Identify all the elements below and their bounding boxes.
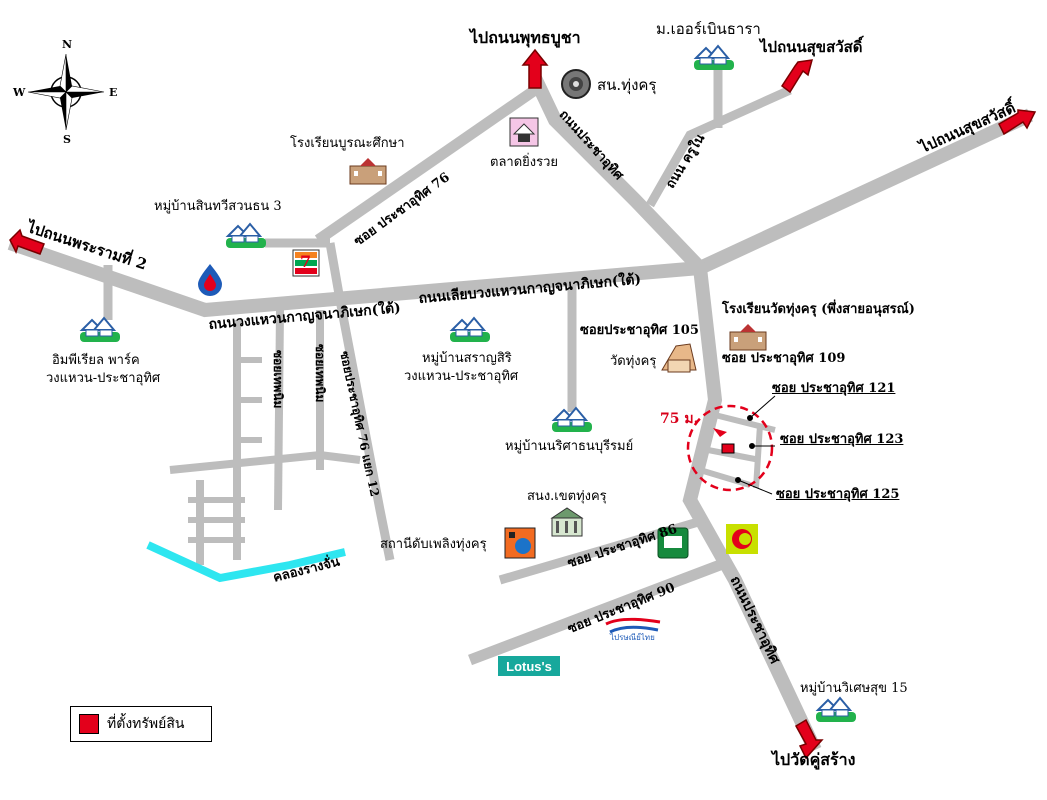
label-imperial-2: วงแหวน-ประชาอุทิศ [46,371,161,386]
label-distance: 75 ม. [660,411,699,427]
bank-icon [657,527,689,559]
district-office-icon [550,507,584,537]
lotus-logo: Lotus's [498,656,560,676]
label-narisara: หมู่บ้านนริศาธนบุรีรมย์ [505,439,634,454]
label-seven: 7 [300,252,312,271]
soi-leader-lines [735,395,776,495]
post-office-icon [605,617,661,634]
arrow-suksawat-top [780,59,814,94]
legend: ที่ตั้งทรัพย์สิน [70,706,212,742]
label-soi123: ซอย ประชาอุทิศ 123 [780,432,904,447]
label-saransiri-1: หมู่บ้านสราญสิริ [422,351,512,366]
label-soi-thepnimit-b: ซอยเทพนิม [313,344,327,403]
road-network [7,70,1033,753]
label-soi109: ซอย ประชาอุทิศ 109 [722,351,846,366]
road-property-lanes [699,412,776,489]
road-soi76-sub [325,242,395,561]
house-ermthara-icon [693,44,734,70]
label-mooban-sin: หมู่บ้านสินทวีสวนธน 3 [154,199,282,214]
label-soi105: ซอยประชาอุทิศ 105 [580,323,699,338]
arrow-suksawat-right [998,109,1037,136]
canal [146,541,346,583]
property-marker [686,395,776,495]
arrow-wat-khu-sang [794,718,824,760]
road-grid-main [169,450,361,474]
bigc-icon [726,524,758,554]
label-soi121: ซอย ประชาอุทิศ 121 [772,381,896,396]
label-to-wat-khu-sang: ไปวัดคู่สร้าง [772,750,856,769]
label-talat: ตลาดยิ่งรวย [490,155,559,170]
label-fire-station: สถานีดับเพลิงทุ่งครุ [380,537,487,552]
arrow-rama2 [9,228,45,255]
legend-swatch [79,714,99,734]
label-mooban-ermthara: ม.เออร์เบินธารา [656,20,761,38]
house-saransiri-icon [449,316,490,342]
label-district: สนง.เขตทุ่งครุ [527,489,607,504]
label-school-wat: โรงเรียนวัดทุ่งครุ (พึ่งสายอนุสรณ์) [722,302,915,317]
compass-rose [27,53,105,131]
road-grid-ticks [188,357,262,543]
compass-e: E [109,86,118,99]
label-saransiri-2: วงแหวน-ประชาอุทิศ [404,369,519,384]
radius-circle [686,404,774,492]
road-pracha-uthit [528,74,822,753]
house-icons [79,44,856,722]
school-wat-icon [729,324,767,351]
label-wiset: หมู่บ้านวิเศษสุข 15 [800,681,908,696]
house-sin-icon [225,222,266,248]
police-station-icon [561,69,591,99]
road-thepnimit-a [274,309,284,511]
label-wat-thung-khru: วัดทุ่งครุ [610,354,657,369]
road-soi90 [468,559,722,666]
house-imperial-icon [79,316,120,342]
label-post: ไปรษณีย์ไทย [610,633,655,642]
fire-station-icon [504,527,536,559]
road-khru-nai [646,85,792,208]
distance-arrow [713,428,727,437]
compass-w: W [13,86,26,99]
direction-arrows [9,48,1037,760]
seven-eleven-icon [292,249,320,277]
label-soi-thepnimit-a: ซอยเทพนิม [271,350,285,409]
compass-s: S [63,133,71,146]
market-icon [509,117,539,147]
label-imperial-1: อิมพีเรียล พาร์ค [52,353,140,368]
property-square [721,443,735,454]
label-sn-thung-khru: สน.ทุ่งครุ [597,76,657,94]
arrow-putthabucha [521,48,549,89]
label-school-bun: โรงเรียนบูรณะศึกษา [290,136,405,151]
label-to-suksawat-top: ไปถนนสุขสวัสดิ์ [760,38,863,56]
road-soi76 [314,85,539,245]
label-soi125: ซอย ประชาอุทิศ 125 [776,487,900,502]
gas-station-icon [198,264,222,296]
label-to-putthabucha: ไปถนนพุทธบูชา [470,28,581,47]
house-wiset-icon [815,696,856,722]
house-narisara-icon [551,406,592,432]
school-bun-icon [349,158,387,185]
compass-n: N [62,38,73,51]
temple-icon [661,343,697,373]
legend-label: ที่ตั้งทรัพย์สิน [107,716,185,732]
